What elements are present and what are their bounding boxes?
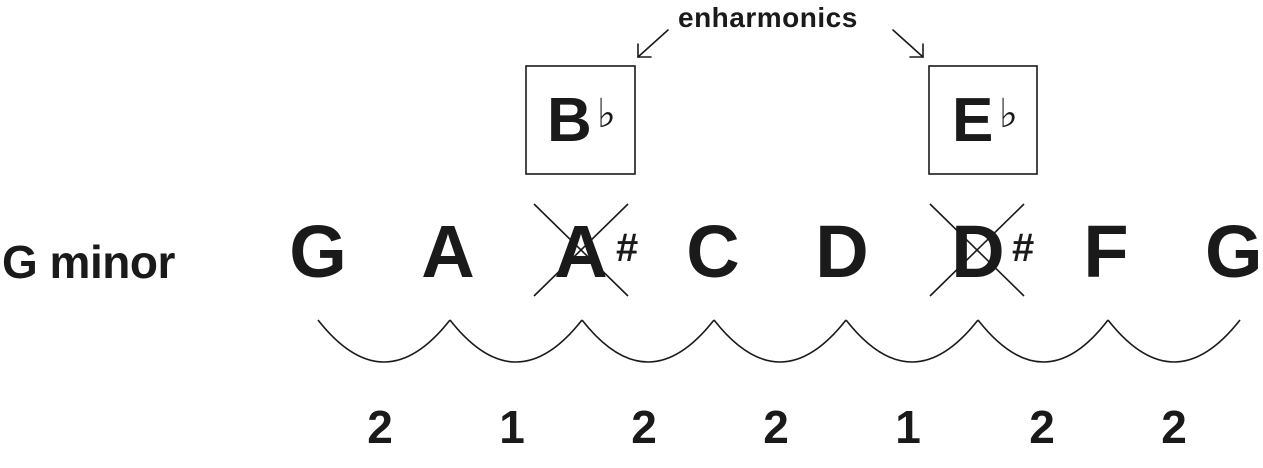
step-value: 1 <box>499 401 525 453</box>
step-value: 2 <box>1161 401 1187 453</box>
step-value: 2 <box>763 401 789 453</box>
enharmonic-box-2 <box>928 65 1038 175</box>
step-value: 2 <box>1029 401 1055 453</box>
enharmonic-note-b: B <box>547 86 592 155</box>
interval-arc-2 <box>449 319 583 363</box>
enharmonic-box-1 <box>525 65 636 175</box>
scale-note: A <box>421 210 475 293</box>
cross-out-d-sharp <box>929 203 1025 297</box>
sharp-sign: # <box>1012 226 1035 270</box>
step-value: 2 <box>367 401 393 453</box>
enharmonic-arrow-left <box>637 29 669 58</box>
cross-out-a-sharp <box>533 203 629 297</box>
interval-arc-3 <box>581 319 715 363</box>
flat-sign-e: ♭ <box>999 91 1018 137</box>
interval-arcs <box>317 319 1241 363</box>
interval-arc-6 <box>977 319 1109 363</box>
scale-note: G <box>289 210 347 293</box>
interval-arc-7 <box>1107 319 1241 363</box>
enharmonics-label: enharmonics <box>678 2 858 33</box>
scale-note-crossed: A <box>554 210 608 293</box>
enharmonic-arrow-right <box>892 29 924 58</box>
step-value: 2 <box>631 401 657 453</box>
interval-arc-1 <box>317 319 451 363</box>
sharp-sign: # <box>616 226 639 270</box>
scale-note: D <box>815 210 869 293</box>
scale-note: F <box>1083 210 1129 293</box>
scale-note: G <box>1205 210 1263 293</box>
step-value: 1 <box>895 401 921 453</box>
interval-arc-4 <box>713 319 847 363</box>
scale-note: C <box>686 210 740 293</box>
enharmonic-note-e: E <box>952 86 994 155</box>
scale-note-crossed: D <box>951 210 1005 293</box>
scale-name: G minor <box>2 236 175 288</box>
flat-sign-b: ♭ <box>597 91 616 137</box>
interval-arc-5 <box>845 319 979 363</box>
